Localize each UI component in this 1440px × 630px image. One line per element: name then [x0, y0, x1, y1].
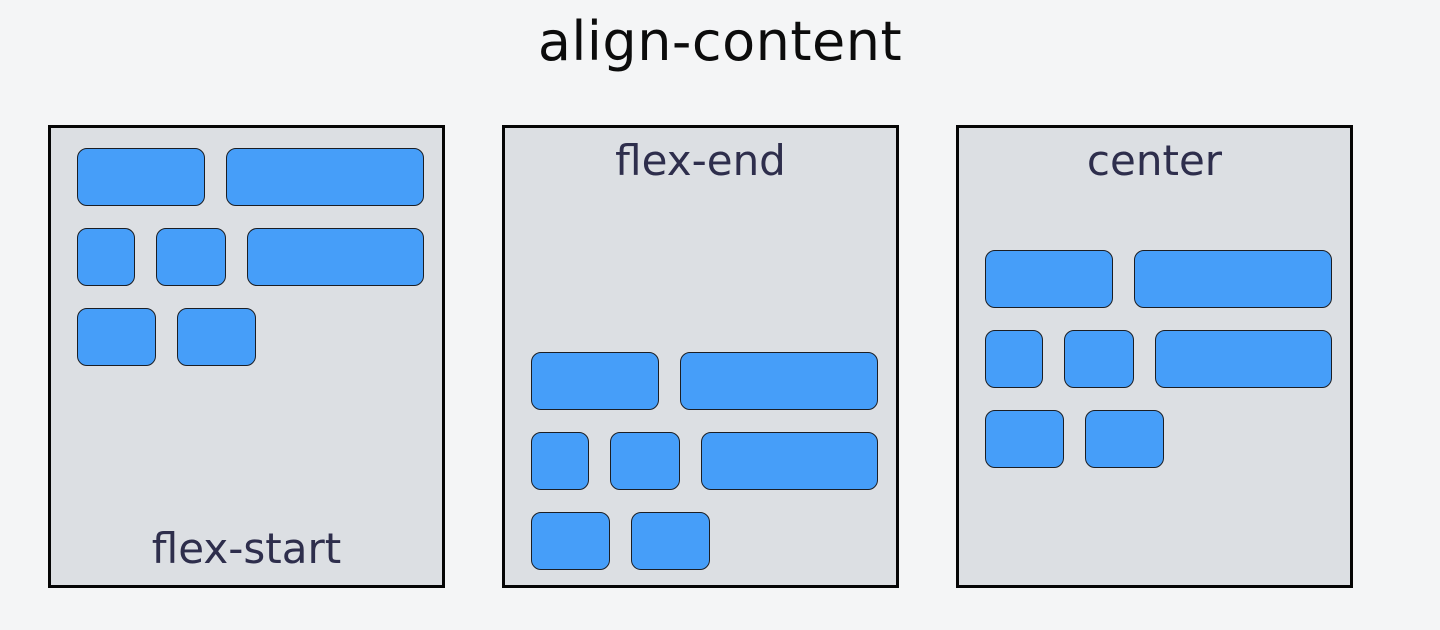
flex-item-block: [610, 432, 680, 490]
flex-item-block: [985, 410, 1064, 468]
flex-row: [985, 330, 1332, 388]
flex-item-block: [1134, 250, 1332, 308]
flex-item-block: [1085, 410, 1164, 468]
panel-center: center: [956, 125, 1353, 588]
panel-label: flex-end: [615, 136, 786, 185]
flex-item-block: [531, 432, 589, 490]
flex-item-block: [226, 148, 424, 206]
flex-item-block: [701, 432, 878, 490]
panel-label: flex-start: [151, 524, 342, 573]
flex-row: [77, 308, 424, 366]
flex-row: [77, 228, 424, 286]
flex-row: [531, 352, 878, 410]
flex-item-block: [77, 308, 156, 366]
flex-item-block: [77, 148, 205, 206]
panel-label: center: [1086, 136, 1223, 185]
flex-row: [531, 432, 878, 490]
flex-row: [985, 250, 1332, 308]
panel-flex-end: flex-end: [502, 125, 899, 588]
diagram-title: align-content: [537, 10, 903, 73]
flex-item-block: [985, 250, 1113, 308]
flex-items-container: [959, 128, 1350, 585]
flex-item-block: [156, 228, 226, 286]
panels-row: flex-start flex-end center: [48, 125, 1353, 588]
flex-items-container: [51, 128, 442, 585]
flex-item-block: [531, 512, 610, 570]
flex-item-block: [1064, 330, 1134, 388]
flex-item-block: [985, 330, 1043, 388]
flex-item-block: [680, 352, 878, 410]
flex-row: [985, 410, 1332, 468]
panel-flex-start: flex-start: [48, 125, 445, 588]
flex-item-block: [177, 308, 256, 366]
flex-item-block: [77, 228, 135, 286]
flex-row: [531, 512, 878, 570]
flex-items-container: [505, 128, 896, 585]
flex-item-block: [531, 352, 659, 410]
flex-row: [77, 148, 424, 206]
flex-item-block: [247, 228, 424, 286]
flex-item-block: [1155, 330, 1332, 388]
flex-item-block: [631, 512, 710, 570]
